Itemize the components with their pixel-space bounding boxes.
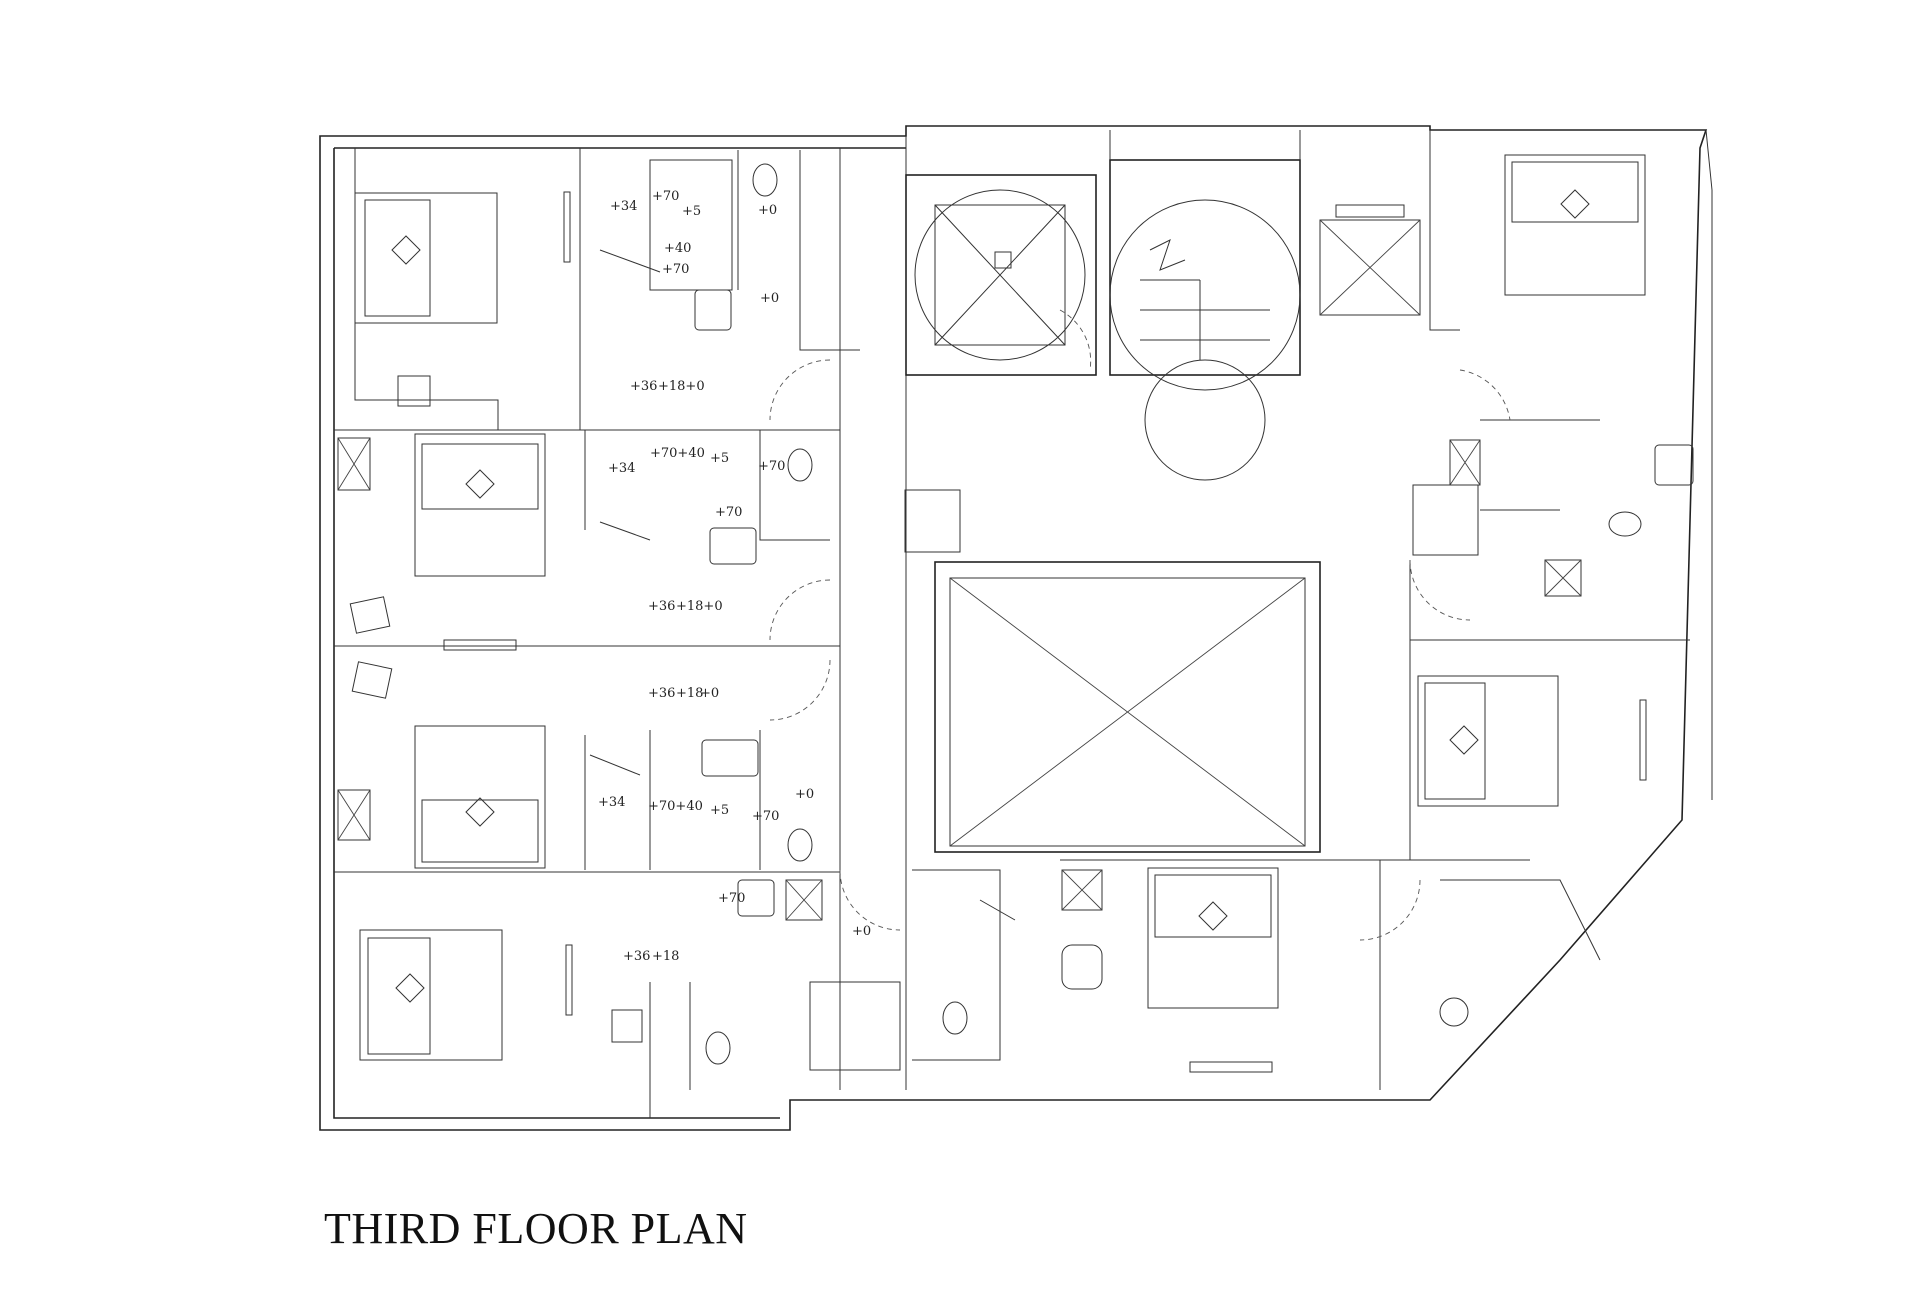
level-mark: +70 [662,262,689,277]
lift-shaft [1319,204,1421,316]
level-mark: +34 [598,795,625,810]
bed-room-1 [354,192,498,324]
level-annotations: +34 +70 +5 +0 +40 +70 +0 +36 +18+0 +34 +… [598,189,871,964]
level-mark: +70 [715,505,742,520]
level-mark: +18 [676,686,703,701]
level-mark: +34 [610,199,637,214]
level-mark: +40 [664,241,691,256]
level-mark: +5 [710,451,729,466]
level-mark: +18+0 [676,599,723,614]
level-mark: +0 [760,291,779,306]
level-mark: +5 [710,803,729,818]
level-mark: +18+0 [658,379,705,394]
interior-walls [334,130,1690,1118]
level-mark: +0 [758,203,777,218]
furniture [349,191,1647,1073]
level-mark: +36 [623,949,650,964]
stair-core-right [1109,130,1301,481]
bed-room-4 [359,929,503,1061]
bed-room-5 [1147,867,1279,1009]
atrium-void [904,489,1321,853]
stair-core-left [905,174,1097,376]
bed-room-6 [1504,154,1646,296]
door-swings [589,249,1511,941]
level-mark: +70 [718,891,745,906]
level-mark: +0 [795,787,814,802]
level-mark: +70+40 [650,446,705,461]
level-mark: +70 [652,189,679,204]
level-mark: +36 [648,599,675,614]
bed-room-3 [414,725,546,869]
level-mark: +36 [648,686,675,701]
level-mark: +0 [852,924,871,939]
level-mark: +34 [608,461,635,476]
bathroom-fixtures [694,163,1694,1065]
exterior-walls [319,125,1713,1131]
level-mark: +0 [700,686,719,701]
level-mark: +18 [652,949,679,964]
bed-room-7 [1417,675,1559,807]
level-mark: +5 [682,204,701,219]
level-mark: +36 [630,379,657,394]
drawing-title: THIRD FLOOR PLAN [324,1204,748,1253]
bed-room-2 [414,433,546,577]
level-mark: +70 [758,459,785,474]
level-mark: +70 [752,809,779,824]
level-mark: +70+40 [648,799,703,814]
storage-units [337,437,1582,921]
